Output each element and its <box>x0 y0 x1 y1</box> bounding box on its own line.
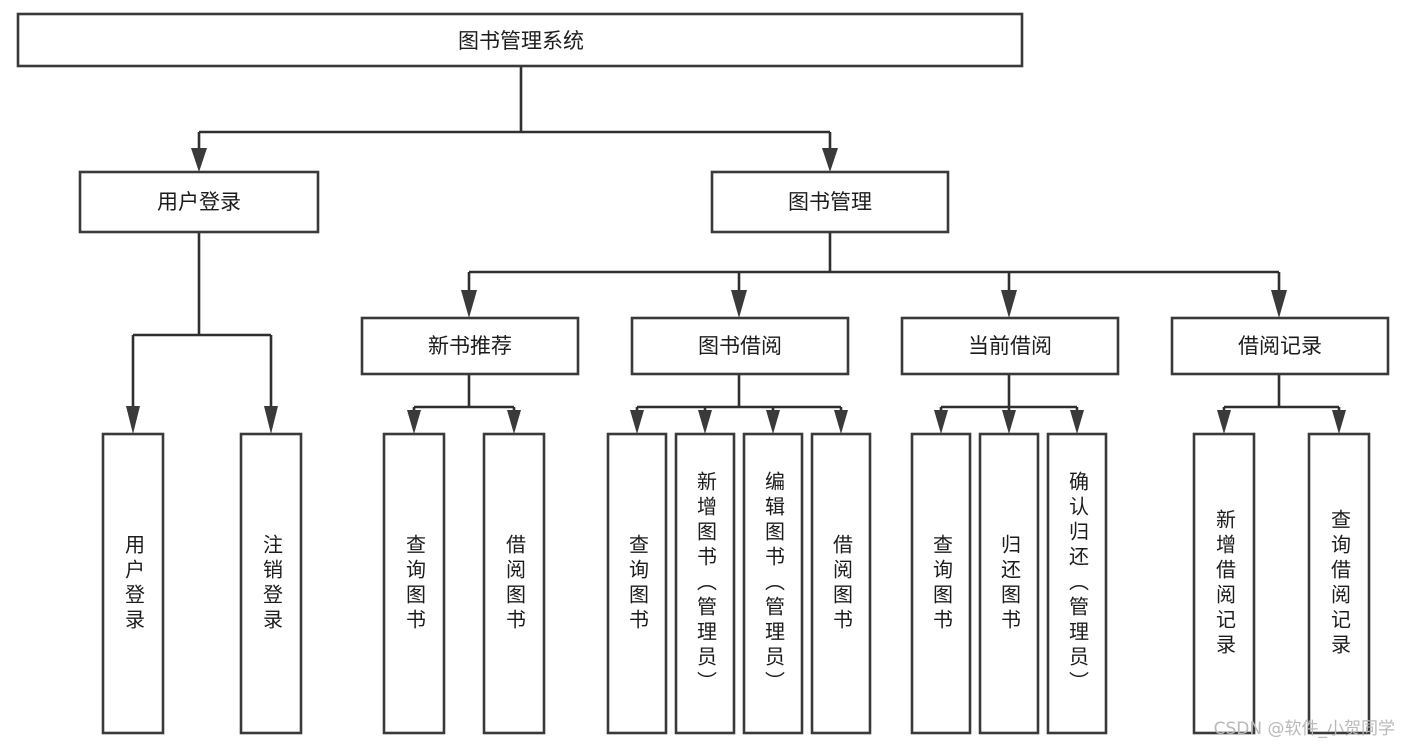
connector-layer <box>126 66 1346 434</box>
leaf-query-record-box[interactable] <box>1307 432 1371 735</box>
leaf-query-book-3-box[interactable] <box>910 432 972 735</box>
arrowhead-leaf-return-book <box>1002 410 1016 434</box>
node-book-borrow-box[interactable] <box>630 316 850 376</box>
leaf-borrow-book-1-label-wrap: 借阅图书 <box>502 533 527 634</box>
node-user-login[interactable]: 用户登录 <box>78 170 320 234</box>
leaf-return-book-label: 归还图书 <box>997 533 1022 634</box>
arrowhead-leaf-add-book <box>698 410 712 434</box>
node-book-manage-box[interactable] <box>710 170 950 234</box>
leaf-user-login-label-wrap: 用户登录 <box>121 533 146 634</box>
node-new-book-recommend-label: 新书推荐 <box>428 334 512 358</box>
leaf-add-book-box[interactable] <box>674 432 736 735</box>
leaf-query-book-2-box[interactable] <box>606 432 668 735</box>
arrowhead-book-manage <box>822 148 838 172</box>
arrowhead-leaf-edit-book <box>766 410 780 434</box>
leaf-query-book-1-label-wrap: 查询图书 <box>402 533 427 634</box>
arrowhead-leaf-logout-login <box>264 406 278 434</box>
leaf-query-book-2-label: 查询图书 <box>625 533 650 634</box>
node-current-borrow[interactable]: 当前借阅 <box>900 316 1120 376</box>
arrowhead-leaf-query-record <box>1332 410 1346 434</box>
node-user-login-label: 用户登录 <box>157 190 241 214</box>
node-book-borrow[interactable]: 图书借阅 <box>630 316 850 376</box>
leaf-edit-book-label-wrap: 编辑图书（管理员） <box>761 471 786 696</box>
node-user-login-box[interactable] <box>78 170 320 234</box>
leaf-query-book-3[interactable]: 查询图书 <box>910 432 972 735</box>
arrowhead-new-book-recommend <box>461 290 477 318</box>
leaf-query-record[interactable]: 查询借阅记录 <box>1307 432 1371 735</box>
arrowhead-borrow-record <box>1271 290 1287 318</box>
leaf-user-login-label: 用户登录 <box>121 533 146 634</box>
node-root-box[interactable] <box>16 12 1024 68</box>
node-book-manage-label: 图书管理 <box>788 190 872 214</box>
leaf-add-record-label: 新增借阅记录 <box>1212 508 1237 659</box>
leaf-borrow-book-1-box[interactable] <box>482 432 546 735</box>
arrowhead-leaf-add-record <box>1217 410 1231 434</box>
arrowhead-leaf-confirm-return <box>1070 410 1084 434</box>
leaf-add-book[interactable]: 新增图书（管理员） <box>674 432 736 735</box>
arrowhead-book-borrow <box>731 290 747 318</box>
arrowhead-leaf-borrow-book-2 <box>834 410 848 434</box>
leaf-return-book-box[interactable] <box>978 432 1040 735</box>
node-book-manage[interactable]: 图书管理 <box>710 170 950 234</box>
leaf-logout-login-box[interactable] <box>239 432 303 735</box>
node-borrow-record-label: 借阅记录 <box>1238 334 1322 358</box>
arrowhead-user-login <box>191 148 207 172</box>
node-new-book-recommend-box[interactable] <box>360 316 580 376</box>
leaf-query-book-1[interactable]: 查询图书 <box>382 432 446 735</box>
leaf-add-record[interactable]: 新增借阅记录 <box>1192 432 1256 735</box>
leaf-borrow-book-1-label: 借阅图书 <box>502 533 527 634</box>
node-borrow-record[interactable]: 借阅记录 <box>1170 316 1390 376</box>
leaf-borrow-book-2-box[interactable] <box>810 432 872 735</box>
watermark-label: CSDN @软件_小贺同学 <box>1214 719 1395 739</box>
leaf-logout-login-label: 注销登录 <box>259 533 284 634</box>
leaf-edit-book-label: 编辑图书（管理员） <box>761 471 786 696</box>
node-borrow-record-box[interactable] <box>1170 316 1390 376</box>
leaf-query-book-3-label-wrap: 查询图书 <box>929 533 954 634</box>
node-current-borrow-box[interactable] <box>900 316 1120 376</box>
leaf-query-book-3-label: 查询图书 <box>929 533 954 634</box>
arrowhead-leaf-borrow-book-1 <box>507 410 521 434</box>
node-root[interactable]: 图书管理系统 <box>16 12 1024 68</box>
leaf-query-book-1-box[interactable] <box>382 432 446 735</box>
leaf-confirm-return-label: 确认归还（管理员） <box>1065 471 1090 696</box>
node-root-label: 图书管理系统 <box>458 29 584 53</box>
leaf-edit-book-box[interactable] <box>742 432 804 735</box>
leaf-confirm-return[interactable]: 确认归还（管理员） <box>1046 432 1108 735</box>
leaf-confirm-return-label-wrap: 确认归还（管理员） <box>1065 471 1090 696</box>
leaf-query-book-1-label: 查询图书 <box>402 533 427 634</box>
arrowhead-leaf-query-book-2 <box>630 410 644 434</box>
leaf-return-book[interactable]: 归还图书 <box>978 432 1040 735</box>
leaf-add-book-label-wrap: 新增图书（管理员） <box>693 471 718 696</box>
node-book-borrow-label: 图书借阅 <box>698 334 782 358</box>
leaf-logout-login[interactable]: 注销登录 <box>239 432 303 735</box>
leaf-query-record-label-wrap: 查询借阅记录 <box>1327 508 1352 659</box>
leaf-edit-book[interactable]: 编辑图书（管理员） <box>742 432 804 735</box>
leaf-user-login-box[interactable] <box>101 432 165 735</box>
arrowhead-leaf-user-login <box>126 406 140 434</box>
leaf-query-book-2[interactable]: 查询图书 <box>606 432 668 735</box>
leaf-return-book-label-wrap: 归还图书 <box>997 533 1022 634</box>
leaf-add-book-label: 新增图书（管理员） <box>693 471 718 696</box>
leaf-borrow-book-2-label: 借阅图书 <box>829 533 854 634</box>
leaf-logout-login-label-wrap: 注销登录 <box>259 533 284 634</box>
leaf-query-record-label: 查询借阅记录 <box>1327 508 1352 659</box>
leaf-borrow-book-1[interactable]: 借阅图书 <box>482 432 546 735</box>
node-new-book-recommend[interactable]: 新书推荐 <box>360 316 580 376</box>
arrowhead-leaf-query-book-1 <box>407 410 421 434</box>
leaf-add-record-box[interactable] <box>1192 432 1256 735</box>
leaf-add-record-label-wrap: 新增借阅记录 <box>1212 508 1237 659</box>
arrowhead-current-borrow <box>1001 290 1017 318</box>
leaf-borrow-book-2-label-wrap: 借阅图书 <box>829 533 854 634</box>
leaf-confirm-return-box[interactable] <box>1046 432 1108 735</box>
arrowhead-leaf-query-book-3 <box>934 410 948 434</box>
leaf-borrow-book-2[interactable]: 借阅图书 <box>810 432 872 735</box>
leaf-user-login[interactable]: 用户登录 <box>101 432 165 735</box>
leaf-query-book-2-label-wrap: 查询图书 <box>625 533 650 634</box>
node-current-borrow-label: 当前借阅 <box>968 334 1052 358</box>
